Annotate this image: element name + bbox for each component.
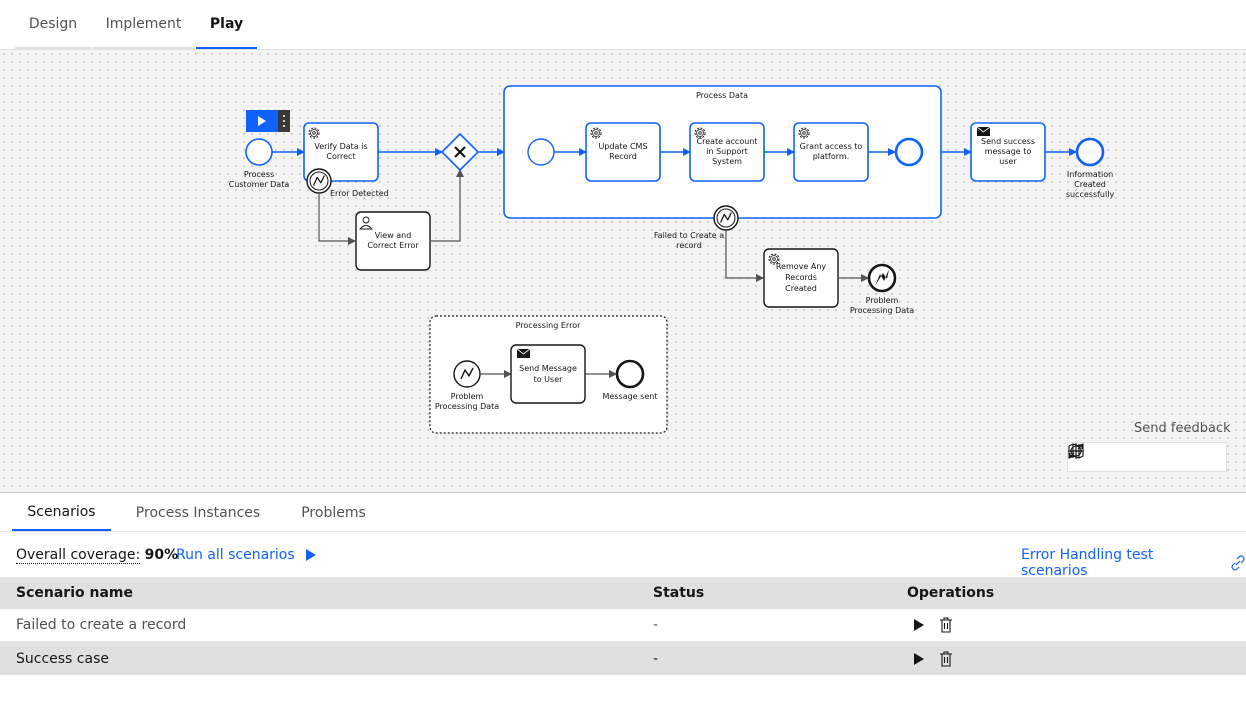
canvas-zoom-toolbar (1067, 442, 1227, 472)
error-icon (875, 269, 889, 286)
minimap-button[interactable] (1068, 443, 1128, 471)
play-icon (914, 652, 924, 665)
link-icon (1231, 555, 1245, 571)
svg-text:Created: Created (785, 284, 817, 293)
bpmn-diagram: Process Customer Data Verify Data is Cor… (229, 85, 1115, 434)
user-task-icon (359, 216, 373, 230)
scenario-name: Success case (16, 650, 109, 667)
top-tab-bar: Design Implement Play (0, 0, 1246, 50)
column-operations: Operations (907, 585, 995, 601)
svg-text:Correct Error: Correct Error (367, 241, 419, 250)
svg-text:System: System (712, 157, 742, 166)
overall-coverage: Overall coverage: 90% (16, 547, 179, 564)
svg-text:Information: Information (1067, 170, 1113, 179)
table-row[interactable]: Success case - (0, 642, 1246, 675)
tab-implement[interactable]: Implement (92, 0, 195, 49)
end-event-information-created[interactable] (1075, 137, 1105, 167)
svg-text:Error Detected: Error Detected (330, 189, 389, 198)
svg-text:Processing Data: Processing Data (435, 402, 499, 411)
svg-text:Message sent: Message sent (603, 392, 658, 401)
svg-text:Remove Any: Remove Any (776, 262, 827, 271)
svg-text:to User: to User (534, 375, 564, 384)
svg-text:user: user (999, 157, 1017, 166)
column-scenario-name: Scenario name (16, 585, 133, 601)
svg-text:Process Data: Process Data (696, 91, 748, 100)
subprocess-end-event[interactable] (894, 137, 924, 167)
scenario-table-header: Scenario name Status Operations (0, 577, 1246, 609)
zoom-in-button[interactable] (1070, 443, 1218, 471)
send-feedback-link[interactable]: Send feedback (1134, 421, 1231, 436)
recenter-button[interactable] (1068, 443, 1158, 471)
start-event-process-customer-data[interactable] (245, 138, 273, 166)
scenario-status: - (653, 650, 659, 667)
coverage-value: 90% (144, 547, 179, 563)
tab-play[interactable]: Play (196, 0, 257, 49)
scenario-set-label: Error Handling test scenarios (1021, 547, 1154, 579)
scenario-status: - (653, 617, 659, 633)
bottom-tab-bar: Scenarios Process Instances Problems (0, 494, 1246, 532)
column-status: Status (653, 585, 705, 601)
tab-scenarios[interactable]: Scenarios (12, 494, 111, 531)
send-task-envelope-icon (976, 126, 991, 136)
svg-text:Problem: Problem (866, 296, 899, 305)
diagram-canvas[interactable]: Process Customer Data Verify Data is Cor… (0, 50, 1246, 493)
tab-design[interactable]: Design (15, 0, 91, 49)
error-end-event-problem[interactable] (867, 263, 897, 293)
scenario-name: Failed to create a record (16, 617, 187, 633)
tab-process-instances[interactable]: Process Instances (135, 504, 261, 521)
svg-text:record: record (676, 241, 702, 250)
svg-text:Processing Error: Processing Error (516, 321, 581, 330)
svg-text:Process: Process (244, 170, 274, 179)
run-scenario-button[interactable] (913, 618, 925, 632)
tab-problems[interactable]: Problems (301, 504, 366, 521)
subprocess-start-event[interactable] (527, 138, 555, 166)
svg-text:Correct: Correct (326, 152, 355, 161)
map-icon (1068, 443, 1084, 459)
svg-text:platform.: platform. (813, 152, 850, 161)
table-row[interactable]: Failed to create a record - (0, 609, 1246, 642)
plus-icon (1070, 445, 1082, 457)
play-token-control[interactable] (246, 110, 290, 132)
delete-scenario-button[interactable] (939, 650, 953, 667)
svg-text:message to: message to (985, 147, 1032, 156)
play-icon[interactable] (258, 116, 266, 126)
svg-text:Customer Data: Customer Data (229, 180, 290, 189)
play-icon (305, 549, 316, 561)
send-task-envelope-icon (516, 348, 531, 358)
svg-text:Update CMS: Update CMS (598, 142, 647, 151)
play-icon (914, 619, 924, 631)
end-event-message-sent[interactable] (615, 359, 645, 389)
coverage-label: Overall coverage: (16, 547, 141, 564)
svg-text:Processing Data: Processing Data (850, 306, 914, 315)
zoom-out-button[interactable] (1070, 443, 1188, 471)
svg-text:View and: View and (375, 231, 412, 240)
svg-text:Send Message: Send Message (519, 364, 577, 373)
run-all-scenarios-button[interactable]: Run all scenarios (176, 547, 317, 563)
svg-text:Problem: Problem (451, 392, 484, 401)
run-all-label: Run all scenarios (176, 547, 295, 563)
run-scenario-button[interactable] (913, 652, 925, 666)
svg-text:Create account: Create account (697, 137, 758, 146)
svg-text:Grant access to: Grant access to (800, 142, 863, 151)
svg-text:Failed to Create a: Failed to Create a (654, 231, 724, 240)
svg-text:Created: Created (1074, 180, 1106, 189)
svg-text:Verify Data is: Verify Data is (314, 142, 367, 151)
svg-text:successfully: successfully (1066, 190, 1115, 199)
svg-text:Records: Records (785, 273, 817, 282)
trash-icon (940, 617, 952, 633)
svg-text:in Support: in Support (706, 147, 747, 156)
svg-text:Record: Record (609, 152, 637, 161)
svg-text:Send success: Send success (981, 137, 1035, 146)
delete-scenario-button[interactable] (939, 617, 953, 633)
trash-icon (940, 650, 952, 667)
scenario-set-link[interactable]: Error Handling test scenarios (1021, 547, 1246, 579)
